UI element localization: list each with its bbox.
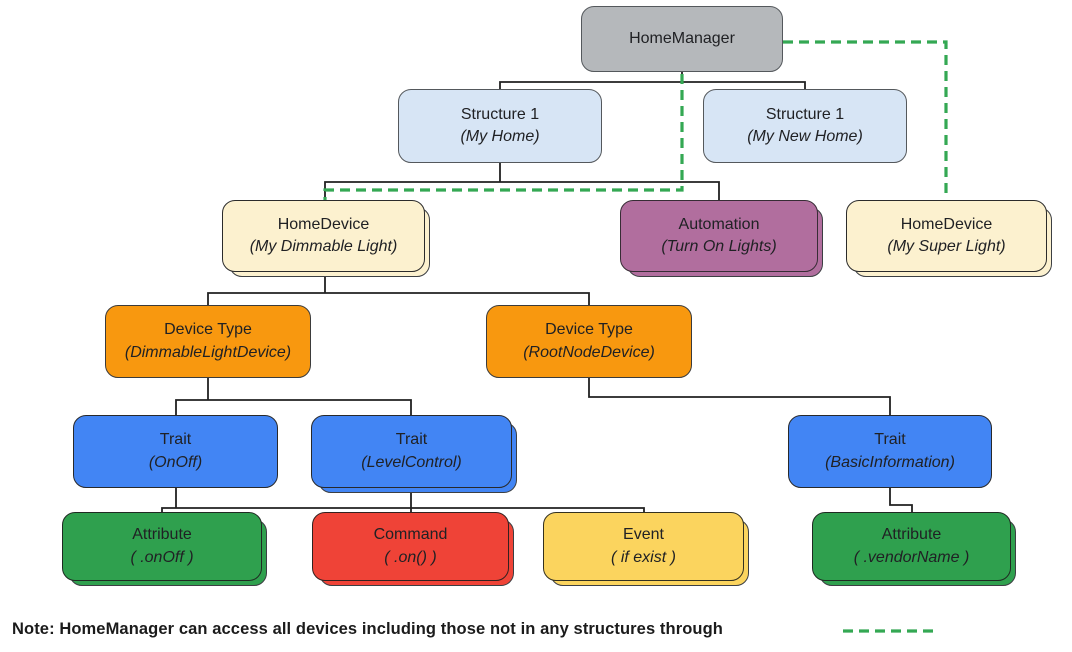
- node-command-on: Command ( .on() ): [312, 512, 514, 586]
- green-link-homemanager-dimmablelight: [323, 74, 684, 201]
- node-title: HomeDevice: [277, 215, 370, 233]
- node-automation-turn-on-lights: Automation (Turn On Lights): [620, 200, 823, 277]
- node-title: Trait: [395, 431, 428, 449]
- node-title: HomeDevice: [900, 215, 993, 233]
- node-attribute-vendorname: Attribute ( .vendorName ): [812, 512, 1016, 586]
- node-subtitle: (RootNodeDevice): [523, 343, 655, 361]
- node-title: Automation: [678, 215, 760, 233]
- node-subtitle: (My Super Light): [887, 238, 1006, 255]
- note-text-content: Note: HomeManager can access all devices…: [12, 620, 723, 638]
- node-subtitle: ( .onOff ): [130, 548, 194, 566]
- node-title: Event: [623, 526, 664, 544]
- node-subtitle: (BasicInformation): [825, 453, 955, 471]
- node-subtitle: (My Home): [460, 128, 540, 145]
- node-subtitle: (Turn On Lights): [661, 238, 777, 255]
- edge-traits-members: [161, 488, 645, 513]
- node-title: Structure 1: [765, 105, 845, 123]
- node-trait-onoff: Trait (OnOff): [73, 415, 278, 488]
- node-title: Device Type: [164, 321, 252, 339]
- node-homedevice-my-dimmable-light: HomeDevice (My Dimmable Light): [222, 200, 430, 277]
- node-subtitle: (LevelControl): [361, 453, 462, 471]
- node-subtitle: (OnOff): [148, 453, 203, 471]
- node-homedevice-my-super-light: HomeDevice (My Super Light): [846, 200, 1052, 277]
- node-subtitle: (My New Home): [747, 128, 863, 145]
- node-subtitle: ( if exist ): [611, 548, 676, 566]
- node-structure-my-home: Structure 1 (My Home): [398, 89, 602, 163]
- node-subtitle: ( .on() ): [384, 548, 437, 566]
- node-devicetype-dimmablelightdevice: Device Type (DimmableLightDevice): [105, 305, 311, 378]
- node-trait-levelcontrol: Trait (LevelControl): [311, 415, 517, 493]
- edge-dimmablelight-traits: [175, 378, 412, 416]
- node-attribute-onoff: Attribute ( .onOff ): [62, 512, 267, 586]
- node-title: Command: [373, 526, 448, 544]
- node-title: Attribute: [132, 526, 192, 544]
- node-subtitle: (My Dimmable Light): [249, 238, 398, 255]
- node-title: Trait: [159, 431, 192, 449]
- node-subtitle: ( .vendorName ): [853, 548, 970, 566]
- node-devicetype-rootnodedevice: Device Type (RootNodeDevice): [486, 305, 692, 378]
- edge-basicinformation-attribute: [889, 488, 913, 513]
- node-event-if-exist: Event ( if exist ): [543, 512, 749, 586]
- node-title: Device Type: [545, 321, 633, 339]
- node-title: HomeManager: [629, 29, 735, 47]
- node-trait-basicinformation: Trait (BasicInformation): [788, 415, 992, 488]
- node-title: Trait: [874, 431, 906, 449]
- edge-rootnode-basicinformation: [588, 378, 891, 416]
- green-link-homemanager-superlight: [783, 40, 948, 199]
- node-homemanager: HomeManager: [581, 6, 783, 72]
- node-title: Attribute: [881, 526, 942, 544]
- node-structure-my-new-home: Structure 1 (My New Home): [703, 89, 907, 163]
- note-text: Note: HomeManager can access all devices…: [12, 620, 912, 639]
- node-title: Structure 1: [460, 105, 540, 123]
- node-subtitle: (DimmableLightDevice): [124, 343, 292, 361]
